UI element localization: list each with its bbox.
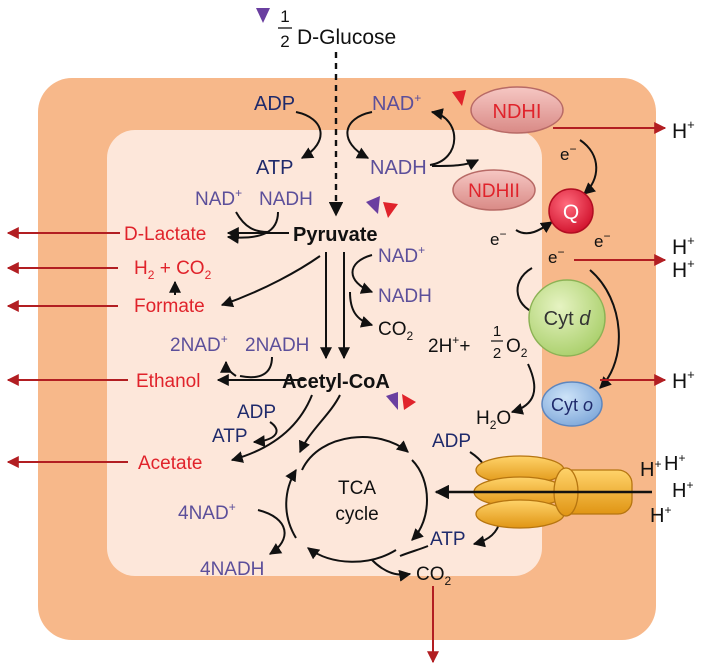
proton-synthase-3: H+: [672, 478, 693, 502]
nadh-pdh: NADH: [378, 286, 432, 307]
q-to-cyto-arrow: [589, 269, 620, 389]
ndhii-complex: [452, 169, 536, 211]
purple-marker-acetyl: [386, 392, 398, 410]
tca-arc-bottom: [307, 547, 397, 563]
atp-top: ATP: [256, 157, 293, 179]
oxygen-reaction: 2H++: [428, 333, 470, 357]
glucose-fraction-num: 1: [280, 7, 289, 26]
electron-4: e−: [548, 245, 564, 267]
pyruvate-label: Pyruvate: [293, 224, 378, 246]
atp-acetate: ATP: [212, 426, 248, 447]
cyt-d: [528, 279, 606, 357]
lactate-label: D-Lactate: [124, 224, 206, 245]
nadh-top: NADH: [370, 157, 427, 179]
tca-line2: cycle: [335, 504, 378, 525]
nad-top: NAD+: [372, 91, 421, 115]
o2-label: O2: [506, 336, 528, 360]
nad-pdh: NAD+: [378, 243, 425, 267]
electron-1: e−: [560, 142, 576, 164]
o2-to-water-arrow: [510, 363, 536, 415]
pyruvate-to-lactate-curve: [235, 211, 269, 233]
ethanol-cofactor-curve-2: [220, 360, 237, 377]
acetyl-to-tca-arrow: [299, 394, 341, 454]
two-nadh: 2NADH: [245, 335, 309, 356]
atp-tca: ATP: [430, 529, 466, 550]
h2-co2-label: H2 + CO2: [134, 258, 212, 282]
red-marker-pyruvate: [383, 202, 398, 218]
adp-top: ADP: [254, 93, 295, 115]
proton-q-1: H+: [672, 233, 695, 259]
acetate-atp-curve: [252, 421, 278, 448]
tca-line1: TCA: [338, 478, 376, 499]
proton-synthase-1: H+: [640, 457, 661, 481]
ndhi-label: NDHI: [493, 101, 542, 123]
ethanol-cofactor-curve: [239, 356, 273, 379]
cyt-o-label: Cyt o: [551, 395, 593, 415]
water-label: H2O: [476, 408, 511, 432]
tca-atp-curve: [399, 545, 429, 557]
cyt-o: [541, 381, 603, 427]
ndhii-to-q-arrow: [515, 221, 553, 235]
nadh-pyruvate: NADH: [259, 189, 313, 210]
half-num: 1: [493, 323, 501, 340]
tca-arc-top: [301, 436, 409, 471]
proton-cyto: H+: [672, 367, 695, 393]
purple-marker: [256, 8, 270, 23]
q-label: Q: [563, 201, 579, 224]
acetate-label: Acetate: [138, 453, 202, 474]
nad-nadh-curve: [346, 111, 373, 159]
ethanol-label: Ethanol: [136, 371, 200, 392]
glucose-label: D-Glucose: [297, 26, 396, 49]
ndhi-complex: [470, 86, 564, 134]
acetyl-coa-label: Acetyl-CoA: [282, 371, 390, 393]
ndhi-to-q-arrow: [579, 139, 598, 195]
adp-synthase: ADP: [432, 431, 471, 452]
proton-synthase-4: H+: [650, 503, 671, 527]
nad-pyruvate: NAD+: [195, 186, 242, 210]
tca-arc-left: [285, 468, 297, 539]
electron-3: e−: [594, 229, 610, 251]
four-nadh: 4NADH: [200, 559, 264, 580]
red-marker-acetyl: [402, 394, 416, 410]
adp-atp-curve: [295, 111, 322, 159]
co2-pdh: CO2: [378, 319, 414, 343]
pfl-arrow: [220, 255, 321, 308]
cyt-d-label: Cyt d: [544, 308, 592, 330]
two-nad: 2NAD+: [170, 332, 228, 356]
purple-marker-pyruvate: [366, 196, 380, 214]
ndhii-label: NDHII: [468, 181, 520, 202]
nadh-to-ndhi-arrow: [429, 108, 456, 166]
red-marker: [452, 90, 466, 106]
proton-ndhi: H+: [672, 117, 695, 143]
co2-tca: CO2: [416, 564, 452, 588]
proton-q-2: H+: [672, 256, 695, 282]
pdh-cofactor-curve: [351, 254, 374, 294]
four-nad: 4NAD+: [178, 500, 236, 524]
tca-nad-curve: [257, 509, 286, 555]
quinone-pool: [548, 188, 594, 234]
proton-synthase-2: H+: [664, 451, 685, 475]
formate-label: Formate: [134, 296, 205, 317]
half-den: 2: [493, 345, 501, 362]
nadh-to-ndhii-arrow: [431, 159, 480, 171]
acetyl-to-acetate-arrow: [230, 394, 313, 463]
glucose-fraction-den: 2: [280, 32, 289, 51]
tca-arc-right: [411, 459, 428, 541]
adp-acetate: ADP: [237, 402, 276, 423]
tca-co2-curve: [371, 559, 412, 582]
pdh-co2-curve: [349, 291, 374, 328]
electron-2: e−: [490, 227, 506, 249]
